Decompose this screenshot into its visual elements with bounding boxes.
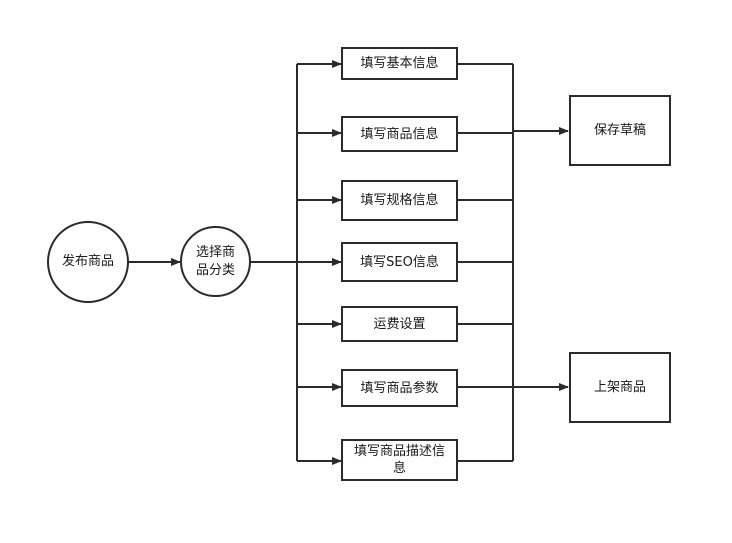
step-description-label: 填写商品描述信 息 bbox=[353, 444, 445, 476]
step-seo-info: 填写SEO信息 bbox=[341, 242, 458, 282]
step-spec-info: 填写规格信息 bbox=[341, 180, 458, 221]
step-shipping-label: 运费设置 bbox=[373, 316, 426, 332]
node-publish-label: 上架商品 bbox=[593, 380, 646, 395]
step-seo-info-label: 填写SEO信息 bbox=[360, 254, 439, 270]
node-save-draft-label: 保存草稿 bbox=[593, 123, 646, 138]
step-product-params-label: 填写商品参数 bbox=[360, 380, 439, 396]
step-product-info: 填写商品信息 bbox=[341, 116, 458, 152]
step-spec-info-label: 填写规格信息 bbox=[360, 193, 439, 208]
step-basic-info: 填写基本信息 bbox=[341, 47, 458, 80]
step-product-info-label: 填写商品信息 bbox=[360, 126, 439, 142]
step-description: 填写商品描述信 息 bbox=[341, 439, 458, 481]
node-save-draft: 保存草稿 bbox=[569, 95, 671, 166]
node-publish: 上架商品 bbox=[569, 352, 671, 423]
step-product-params: 填写商品参数 bbox=[341, 369, 458, 407]
step-shipping: 运费设置 bbox=[341, 306, 458, 342]
node-start-label: 发布商品 bbox=[61, 254, 114, 269]
node-category-label: 选择商 品分类 bbox=[195, 244, 235, 278]
node-start: 发布商品 bbox=[47, 221, 129, 303]
step-basic-info-label: 填写基本信息 bbox=[360, 56, 439, 71]
node-category: 选择商 品分类 bbox=[180, 226, 251, 297]
